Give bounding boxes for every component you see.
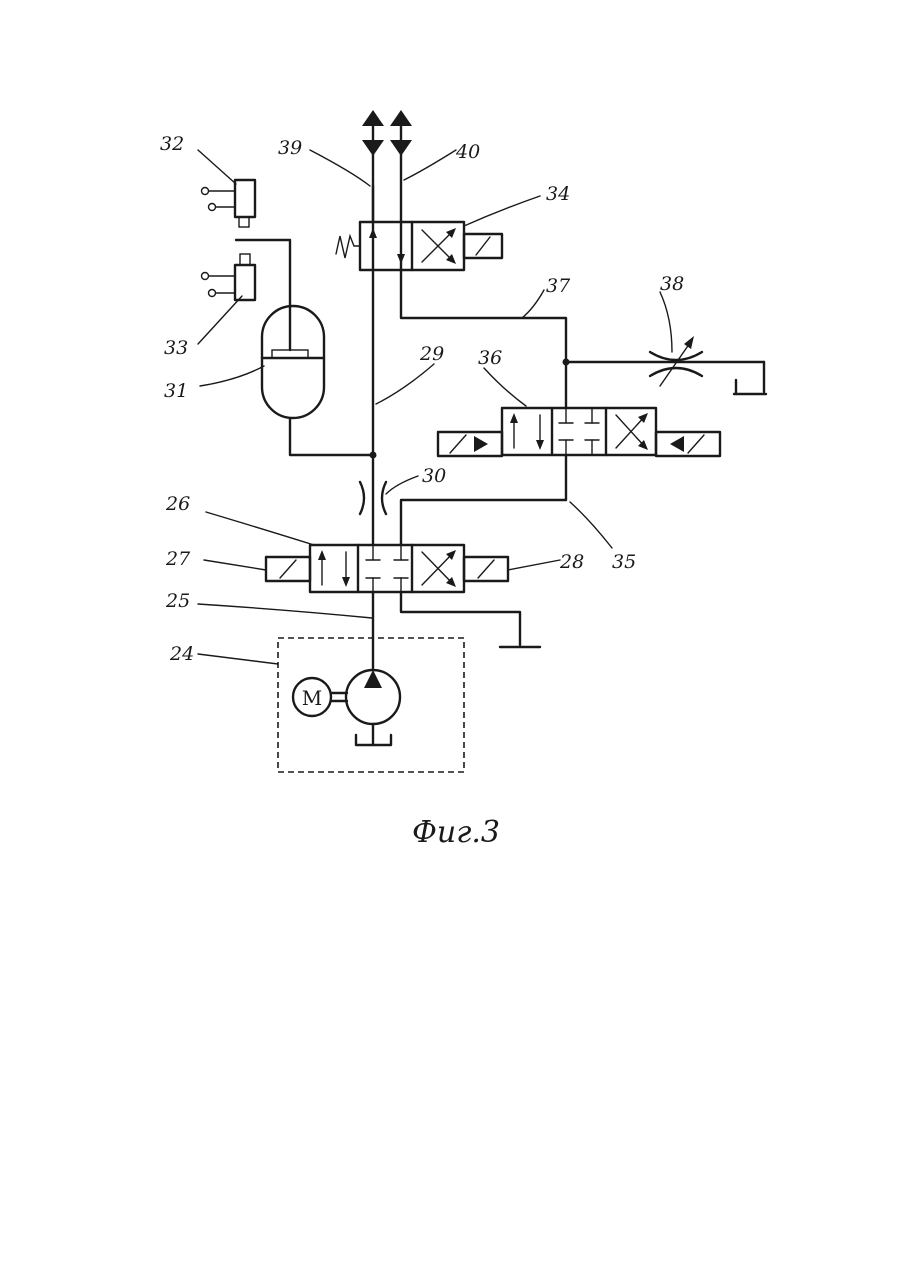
accumulator-line — [290, 418, 373, 455]
leader-33 — [198, 296, 242, 344]
label-24: 24 — [169, 643, 194, 665]
solenoid-27-coil — [280, 560, 296, 578]
switch-33-plunger — [240, 254, 250, 265]
label-40: 40 — [455, 141, 480, 163]
throttle-38-bottom — [650, 368, 702, 376]
valve-34-solenoid-coil — [476, 237, 490, 255]
label-29: 29 — [419, 343, 444, 365]
directional-valve-26 — [266, 545, 508, 592]
valve-36-left-actuator-arrow — [474, 436, 488, 452]
leader-26 — [206, 512, 314, 545]
valve-26-arrow-up-head — [318, 550, 326, 560]
switch-33-body — [235, 265, 255, 300]
return-line-to-tank — [401, 592, 520, 645]
leader-37 — [522, 290, 544, 318]
figure-caption: Фиг.3 — [412, 815, 500, 850]
label-28: 28 — [559, 551, 584, 573]
leader-34 — [464, 196, 540, 226]
label-26: 26 — [165, 493, 190, 515]
switch-32-plunger — [239, 217, 249, 227]
label-25: 25 — [165, 590, 190, 612]
leader-38 — [660, 292, 672, 352]
leader-31 — [200, 366, 264, 386]
valve-34-spring — [336, 236, 360, 258]
leader-25 — [198, 604, 372, 618]
valve-36-arrow-up-head — [510, 413, 518, 423]
label-30: 30 — [422, 465, 446, 487]
accumulator-rod-arm — [236, 240, 290, 306]
label-27: 27 — [165, 548, 191, 570]
valve-36-right-actuator-arrow — [670, 436, 684, 452]
label-31: 31 — [164, 380, 188, 402]
label-33: 33 — [164, 337, 188, 359]
leader-35 — [570, 502, 612, 548]
hydraulic-accumulator-31 — [236, 240, 373, 455]
leader-40 — [404, 150, 456, 180]
throttle-38-adjust-head — [684, 336, 694, 349]
throttle-30-right — [382, 482, 386, 514]
leader-30 — [386, 476, 418, 494]
throttle-38-top — [650, 352, 702, 360]
leader-27 — [204, 560, 266, 570]
leader-24 — [198, 654, 278, 664]
limit-switch-33 — [202, 254, 256, 300]
label-39: 39 — [278, 137, 302, 159]
leader-32 — [198, 150, 236, 184]
limit-switch-32 — [202, 180, 256, 227]
valve-36-arrow-down-head — [536, 440, 544, 450]
leader-28 — [508, 560, 560, 570]
valve-34-arrow-up-head — [369, 228, 377, 238]
label-36: 36 — [478, 347, 502, 369]
leader-39 — [310, 150, 370, 186]
valve-26-body — [310, 545, 464, 592]
throttle-30-left — [360, 482, 364, 514]
label-32: 32 — [160, 133, 184, 155]
leader-29 — [376, 364, 434, 404]
valve-36-solenoid-left-coil — [450, 435, 466, 453]
valve-36-solenoid-right-coil — [688, 435, 704, 453]
leader-36 — [484, 368, 526, 406]
switch-32-body — [235, 180, 255, 217]
label-37: 37 — [546, 275, 571, 297]
directional-valve-34 — [336, 222, 502, 270]
valve-26-arrow-down-head — [342, 577, 350, 587]
accumulator-body — [262, 306, 324, 418]
switch-32-terminal-1 — [202, 188, 209, 195]
label-35: 35 — [612, 551, 636, 573]
label-38: 38 — [660, 273, 684, 295]
switch-32-terminal-2 — [209, 204, 216, 211]
valve-36-body — [502, 408, 656, 455]
switch-33-terminal-1 — [202, 273, 209, 280]
motor-letter: M — [302, 686, 322, 710]
switch-33-terminal-2 — [209, 290, 216, 297]
pump-flow-triangle — [364, 670, 382, 688]
solenoid-28-coil — [478, 560, 494, 578]
valve-36-solenoid-left — [438, 432, 502, 456]
directional-valve-36 — [438, 408, 720, 456]
pump-station: M — [278, 638, 464, 772]
label-34: 34 — [546, 183, 570, 205]
